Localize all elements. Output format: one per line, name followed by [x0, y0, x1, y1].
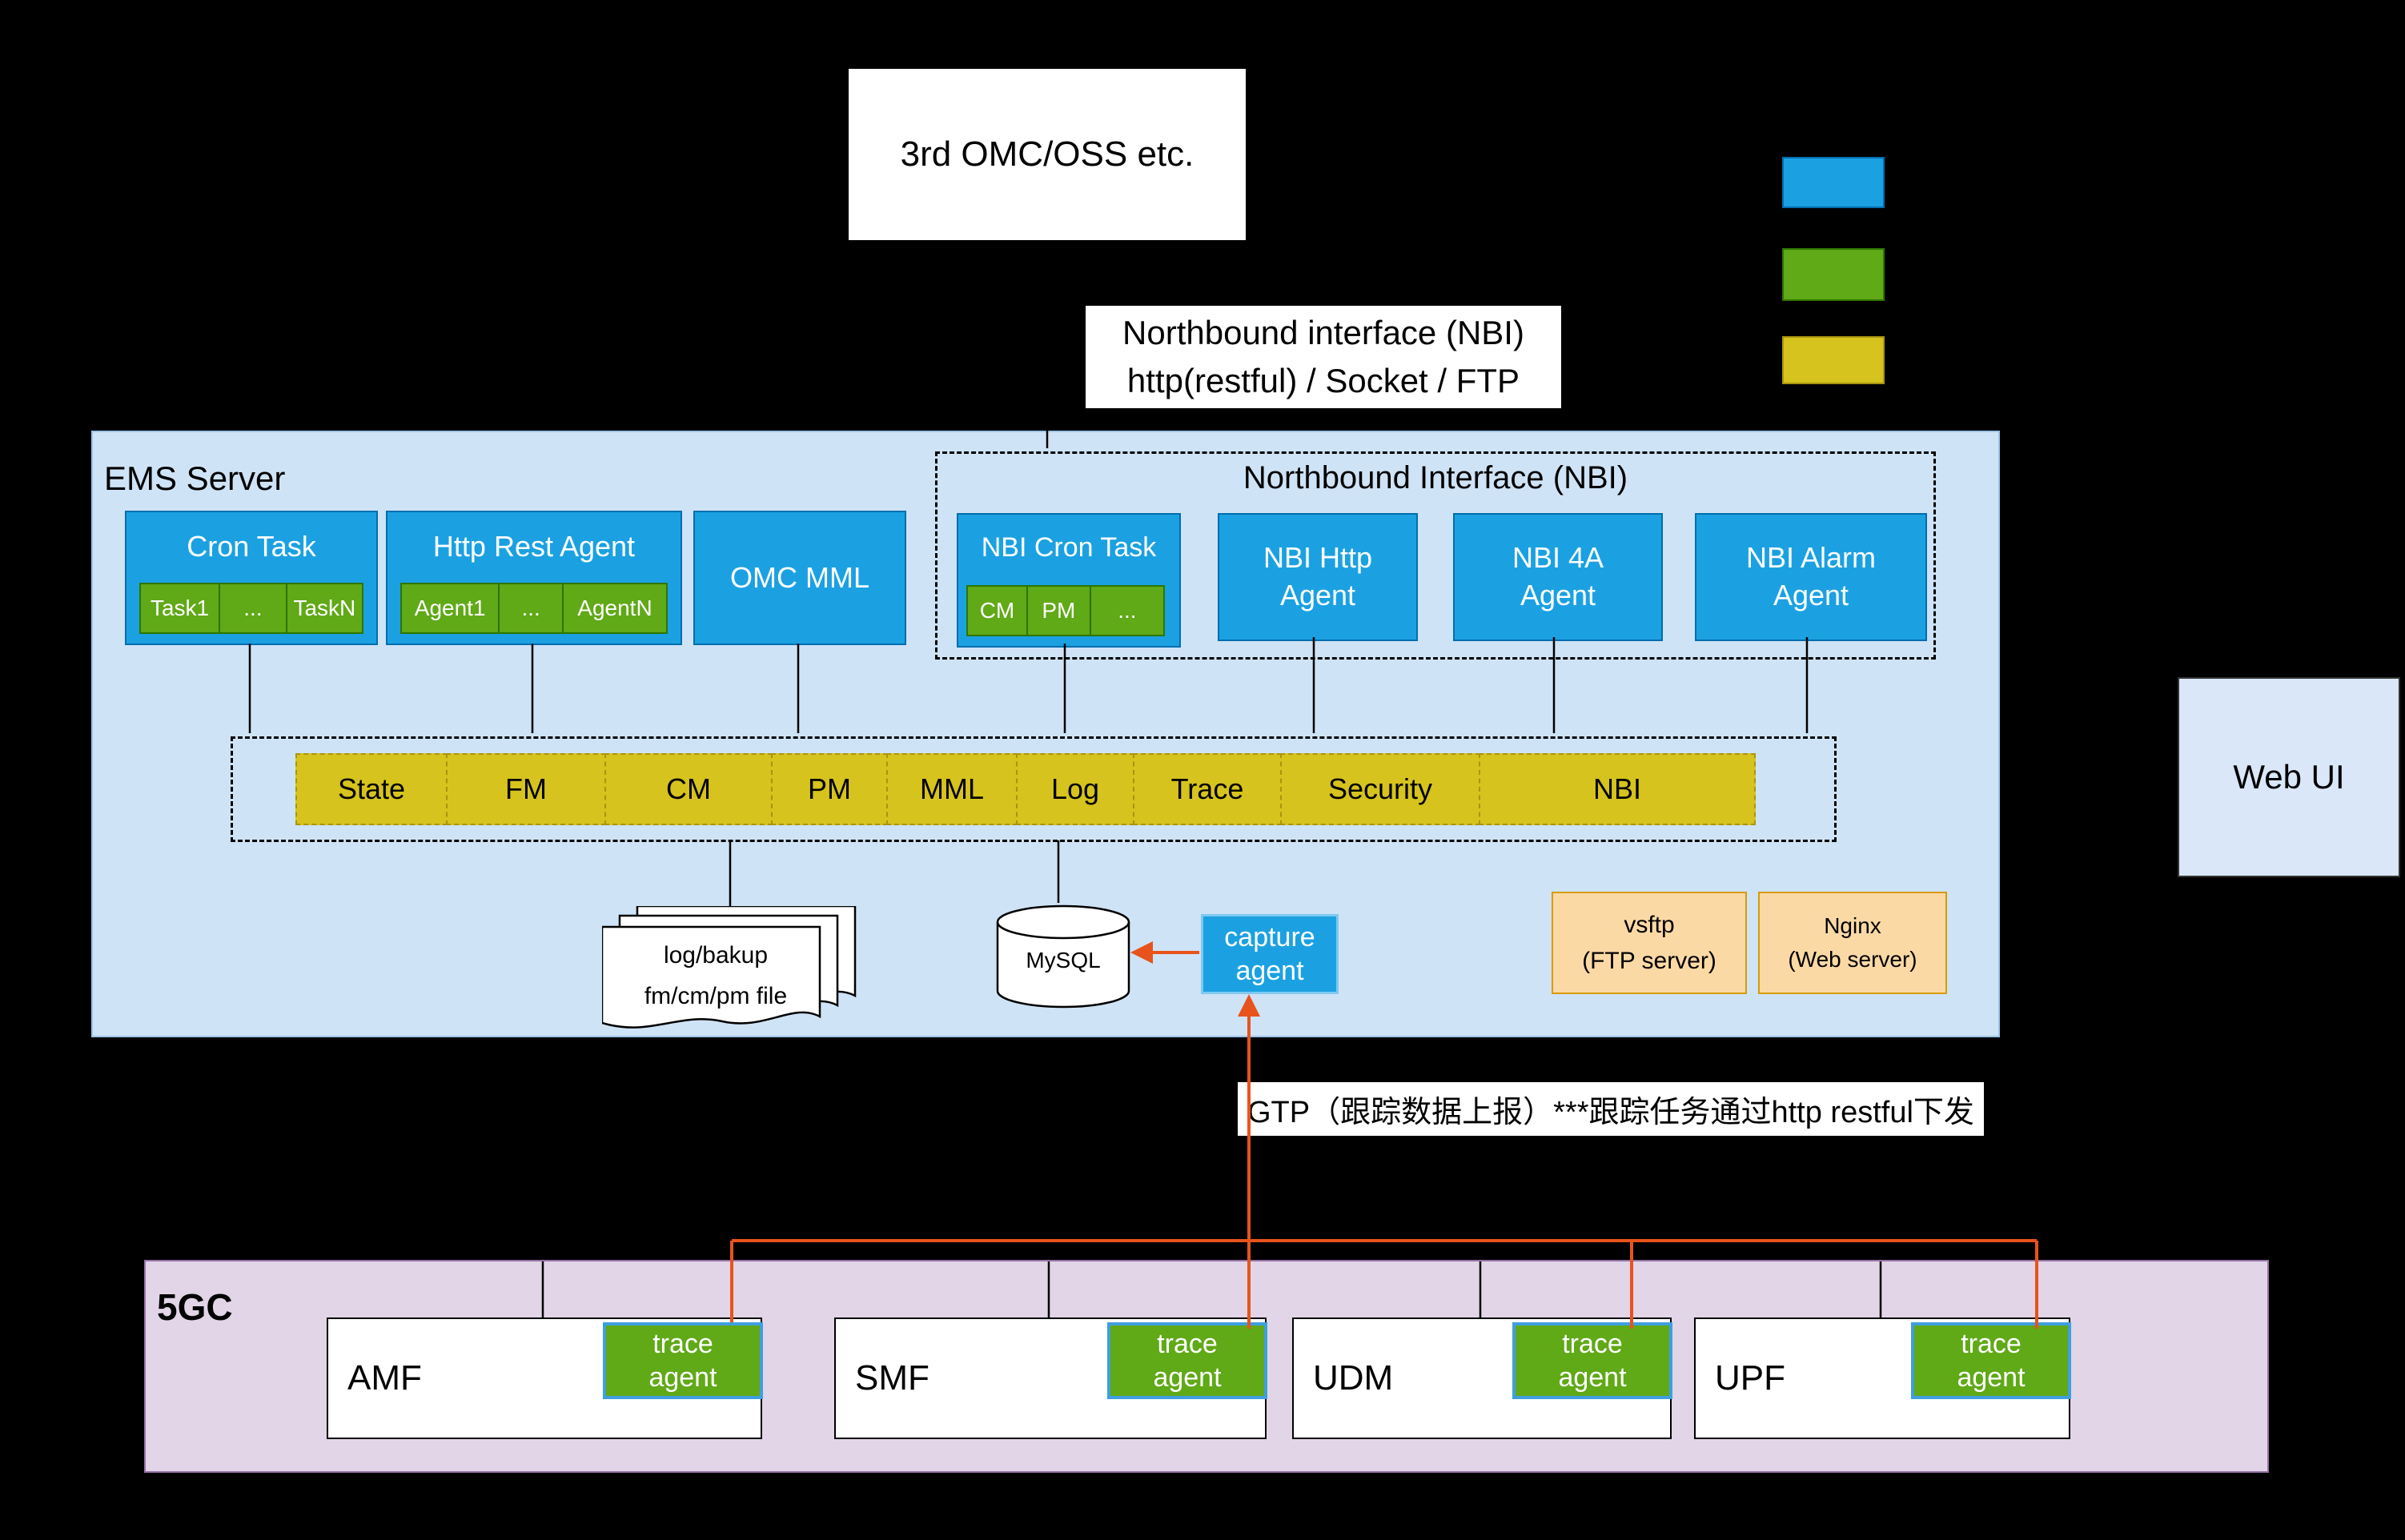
nbi-http-agent-box: NBI Http Agent	[1218, 513, 1418, 641]
smf-trace-agent: trace agent	[1107, 1322, 1267, 1399]
udm-node: UDM trace agent	[1292, 1317, 1672, 1439]
bus-cell-fm: FM	[446, 753, 606, 825]
bus-cell-security: Security	[1280, 753, 1480, 825]
smf-node: SMF trace agent	[834, 1317, 1267, 1439]
cron-task-box: Cron Task Task1 ... TaskN	[125, 511, 378, 645]
upf-node: UPF trace agent	[1694, 1317, 2071, 1439]
nbi-cron-task-label: NBI Cron Task	[981, 532, 1157, 563]
legend-green-swatch	[1782, 248, 1885, 301]
http-rest-agent-box: Http Rest Agent Agent1 ... AgentN	[386, 511, 682, 645]
nbi-cron-task-subitems: CM PM ...	[966, 585, 1165, 636]
smf-label: SMF	[855, 1358, 929, 1398]
cron-task-subitems: Task1 ... TaskN	[139, 583, 363, 634]
nbi-4a-agent-box: NBI 4A Agent	[1453, 513, 1663, 641]
nbi-group-container: Northbound Interface (NBI) NBI Cron Task…	[935, 451, 1936, 660]
amf-trace-agent: trace agent	[603, 1322, 763, 1399]
http-rest-agent-label: Http Rest Agent	[432, 530, 636, 563]
log-files-label: log/bakup fm/cm/pm file	[644, 942, 788, 1009]
upf-trace-agent: trace agent	[1911, 1322, 2071, 1399]
agent-more-chip: ...	[498, 583, 564, 634]
capture-agent-box: capture agent	[1201, 914, 1339, 994]
mysql-label: MySQL	[1026, 948, 1101, 973]
bus-cell-pm: PM	[771, 753, 888, 825]
nbi-caption: Northbound interface (NBI) http(restful)…	[1086, 306, 1561, 409]
service-bus-row: State FM CM PM MML Log Trace Security NB…	[295, 753, 1756, 825]
legend	[1782, 157, 1885, 384]
amf-node: AMF trace agent	[327, 1317, 763, 1439]
agent1-chip: Agent1	[400, 583, 500, 634]
taskn-chip: TaskN	[285, 583, 363, 634]
nbi-cron-task-box: NBI Cron Task CM PM ...	[957, 513, 1181, 648]
legend-yellow-swatch	[1782, 336, 1885, 384]
web-ui-box: Web UI	[2178, 677, 2400, 877]
file-stack-icon	[602, 906, 857, 1029]
bus-cell-log: Log	[1016, 753, 1134, 825]
file-page-front	[602, 925, 821, 1029]
bus-cell-cm: CM	[604, 753, 773, 825]
bus-cell-nbi: NBI	[1479, 753, 1756, 825]
ems-server-title: EMS Server	[104, 459, 286, 497]
nbi-alarm-agent-box: NBI Alarm Agent	[1695, 513, 1927, 641]
legend-blue-swatch	[1782, 157, 1885, 208]
core-5gc-container: 5GC AMF trace agent SMF trace agent UDM …	[144, 1260, 2269, 1473]
ems-server-container: EMS Server Cron Task Task1 ... TaskN Htt…	[91, 431, 2000, 1037]
upf-label: UPF	[1715, 1358, 1785, 1398]
database-cylinder-icon	[996, 904, 1130, 1009]
gtp-caption: GTP（跟踪数据上报）***跟踪任务通过http restful下发	[1238, 1082, 1984, 1136]
task-more-chip: ...	[219, 583, 287, 634]
vsftp-box: vsftp (FTP server)	[1552, 892, 1747, 994]
log-files-shape: log/bakup fm/cm/pm file	[602, 906, 858, 1044]
bus-cell-state: State	[295, 753, 448, 825]
nbi-pm-chip: PM	[1026, 585, 1091, 636]
bus-cell-trace: Trace	[1133, 753, 1282, 825]
udm-label: UDM	[1313, 1358, 1394, 1398]
agentn-chip: AgentN	[561, 583, 669, 634]
cylinder-top-edge	[996, 921, 1130, 940]
udm-trace-agent: trace agent	[1512, 1322, 1672, 1399]
cron-task-label: Cron Task	[187, 530, 316, 563]
nbi-more-chip: ...	[1089, 585, 1165, 636]
http-rest-agent-subitems: Agent1 ... AgentN	[400, 583, 669, 634]
omc-mml-box: OMC MML	[693, 511, 906, 645]
nbi-cm-chip: CM	[966, 585, 1028, 636]
cylinder-body	[996, 904, 1130, 1009]
nbi-group-title: Northbound Interface (NBI)	[1243, 460, 1628, 495]
omc-oss-box: 3rd OMC/OSS etc.	[849, 69, 1246, 240]
nginx-box: Nginx (Web server)	[1758, 892, 1947, 994]
task1-chip: Task1	[139, 583, 221, 634]
bus-cell-mml: MML	[886, 753, 1018, 825]
amf-label: AMF	[347, 1358, 422, 1398]
mysql-db: MySQL	[994, 903, 1132, 1010]
service-bus-container: State FM CM PM MML Log Trace Security NB…	[231, 736, 1837, 842]
core-5gc-title: 5GC	[157, 1286, 233, 1328]
